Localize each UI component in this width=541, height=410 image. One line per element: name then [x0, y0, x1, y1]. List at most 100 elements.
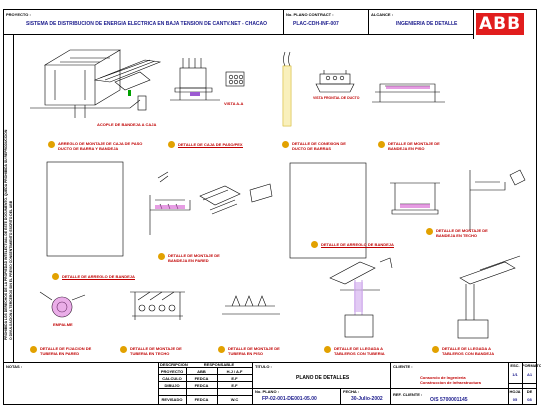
- cliente-value-1: Consorcio de Ingenieria: [420, 375, 466, 380]
- esc-label: ESC.: [510, 363, 520, 368]
- detail-marker: [120, 346, 127, 353]
- tb-row: [158, 395, 252, 396]
- cliente-value-2: Construccion de Infraestructura: [420, 380, 481, 385]
- col-responsable: RESPONSABLE: [203, 362, 235, 367]
- detail-marker: [30, 346, 37, 353]
- notes-label: NOTAS :: [6, 364, 23, 369]
- caption-caja-de-paso: ARREGLO DE MONTAJE DE CAJA DE PASO DUCTO…: [58, 141, 143, 151]
- tb-row: [252, 388, 537, 389]
- detail-marker: [324, 346, 331, 353]
- detail-marker: [158, 253, 165, 260]
- abb-logo: ABB: [476, 13, 524, 35]
- de-label: DE: [526, 389, 533, 394]
- caption-tuberia-pared: DETALLE DE FIJACION DE TUBERIA EN PARED: [40, 346, 92, 356]
- bandeja-techo-drawing: [390, 169, 526, 230]
- row-who: FEDCA: [194, 396, 209, 402]
- project-title: SISTEMA DE DISTRIBUCION DE ENERGIA ELECT…: [26, 21, 268, 27]
- de-value: 08: [527, 397, 532, 402]
- tb-row: [158, 374, 252, 375]
- drawing-frame: [3, 9, 537, 405]
- placeholder-frame-right: [289, 162, 367, 259]
- contract-number: PLAC-CDH-INF-007: [293, 21, 339, 27]
- fecha-label: FECHA :: [343, 389, 360, 394]
- label-acople: ACOPLE DE BANDEJA A CAJA: [97, 122, 157, 127]
- row-init: W.C: [230, 396, 239, 402]
- row-label: PROYECTO: [160, 368, 184, 374]
- bandeja-arreglo-drawing: [199, 183, 273, 215]
- row-init: H.J / A.F: [226, 368, 243, 374]
- caption-arreglo-bandeja-2: DETALLE DE ARREGLO DE BANDEJA: [62, 274, 135, 280]
- caption-caja-pex: DETALLE DE CAJA DE PASO/PEX: [178, 142, 243, 148]
- row-label: REVISADO: [161, 396, 183, 402]
- hoja-value: 05: [512, 397, 518, 402]
- caja-de-paso-drawing: [30, 49, 162, 118]
- ducto-barras-drawing: [282, 51, 355, 127]
- drawing-accents: [52, 66, 430, 317]
- scope-value: INGENIERIA DE DETALLE: [396, 21, 458, 27]
- detail-marker: [282, 141, 289, 148]
- detail-marker: [432, 346, 439, 353]
- tb-sep: [217, 367, 218, 405]
- ref-value: O/S 5700001145: [430, 397, 468, 403]
- bandeja-pared-drawing: [149, 171, 191, 235]
- tb-sep: [186, 367, 187, 405]
- tb-sep: [390, 362, 391, 405]
- ref-label: REF. CLIENTE :: [393, 392, 423, 397]
- detail-marker: [378, 141, 385, 148]
- esc-value: 1/1: [512, 372, 518, 377]
- row-who: FEDCA: [194, 382, 209, 388]
- tuberia-piso-drawing: [222, 295, 280, 315]
- header-separator: [368, 9, 369, 34]
- row-who: ABB: [197, 368, 206, 374]
- scope-label: ALCANCE :: [371, 12, 393, 17]
- header-divider: [3, 34, 473, 35]
- caption-llegada-bandeja: DETALLE DE LLEGADA A TABLEROS CON BANDEJ…: [442, 346, 495, 356]
- tb-row: [158, 367, 252, 368]
- titulo-label: TITULO :: [255, 364, 272, 369]
- caption-ducto-barras: DETALLE DE CONEXION DE DUCTO DE BARRAS: [292, 141, 346, 151]
- detail-marker: [168, 141, 175, 148]
- row-label: CALCULO: [162, 375, 182, 381]
- label-vista-frontal: VISTA FRONTAL DE DUCTO: [313, 96, 360, 100]
- header-separator: [473, 9, 474, 39]
- tuberia-techo-drawing: [130, 291, 185, 320]
- contract-label: No. PLANO CONTRACT :: [286, 12, 334, 17]
- col-descripcion: DESCRIPCION: [160, 362, 188, 367]
- detail-marker: [52, 273, 59, 280]
- placeholder-frame-left: [46, 161, 124, 257]
- side-note-divider: [13, 34, 14, 362]
- row-label: DIBUJO: [164, 382, 180, 388]
- detail-marker: [311, 241, 318, 248]
- project-label: PROYECTO :: [6, 12, 31, 17]
- detail-marker: [48, 141, 55, 148]
- caption-tuberia-piso: DETALLE DE MONTAJE DE TUBERIA EN PISO: [228, 346, 280, 356]
- tb-sep: [340, 388, 341, 405]
- plano-label: No. PLANO :: [255, 389, 279, 394]
- caption-bandeja-pared: DETALLE DE MONTAJE DE BANDEJA EN PARED: [168, 253, 220, 263]
- tb-sep: [252, 362, 253, 405]
- caption-bandeja-piso: DETALLE DE MONTAJE DE BANDEJA EN PISO: [388, 141, 440, 151]
- caption-llegada-tuberia: DETALLE DE LLEGADA A TABLEROS CON TUBERI…: [334, 346, 385, 356]
- drawing-title: PLANO DE DETALLES: [296, 375, 350, 381]
- tb-row: [158, 381, 252, 382]
- label-vista-aa: VISTA A-A: [224, 101, 244, 106]
- caption-bandeja-techo: DETALLE DE MONTAJE DE BANDEJA EN TECHO: [436, 228, 488, 238]
- llegada-bandeja-drawing: [457, 255, 521, 339]
- formato-value: A1: [526, 372, 533, 377]
- caja-pex-drawing: [170, 58, 245, 101]
- tb-row: [158, 388, 252, 389]
- row-init: E.F: [231, 375, 238, 381]
- row-init: E.F: [231, 382, 238, 388]
- row-who: FEDCA: [194, 375, 209, 381]
- title-block-top: [3, 362, 537, 363]
- formato-label: FORMATO: [522, 363, 541, 368]
- caption-arreglo-bandeja: DETALLE DE ARREGLO DE BANDEJA: [321, 242, 394, 248]
- tb-sep: [158, 362, 159, 405]
- tb-row: [508, 383, 537, 384]
- caption-tuberia-techo: DETALLE DE MONTAJE DE TUBERIA EN TECHO: [130, 346, 182, 356]
- header-separator: [283, 9, 284, 34]
- cliente-label: CLIENTE :: [393, 364, 413, 369]
- plano-number: FP-02-001-DE001-05.00: [262, 396, 317, 402]
